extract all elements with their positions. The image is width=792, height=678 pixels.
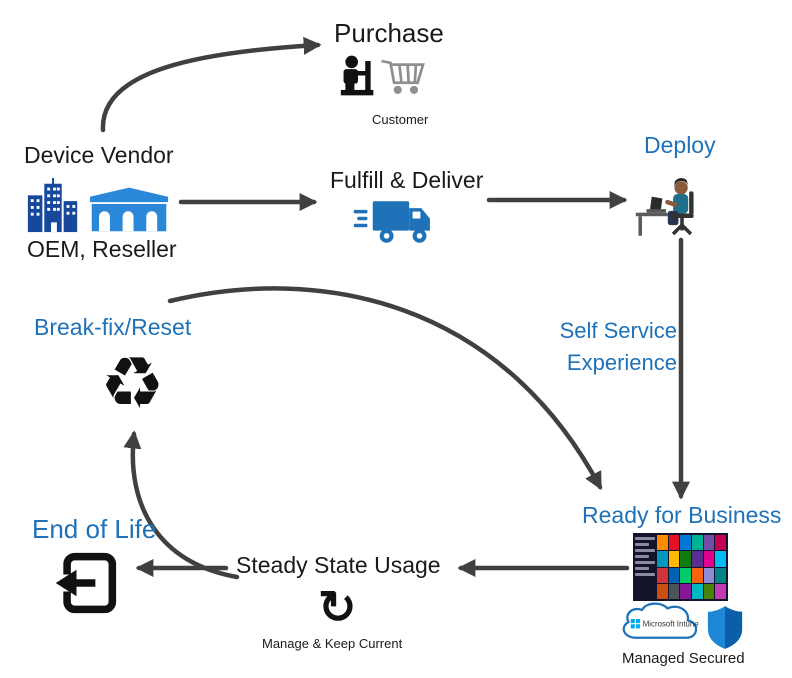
start-menu-screenshot <box>633 533 728 601</box>
start-tile <box>657 583 668 599</box>
customer-at-kiosk-icon <box>340 55 425 96</box>
start-tile <box>680 535 691 551</box>
delivery-truck-icon <box>353 201 430 243</box>
steady-state-caption: Manage & Keep Current <box>262 636 403 651</box>
start-menu-tiles <box>657 535 726 599</box>
start-tile <box>668 567 680 583</box>
self-service-line1: Self Service <box>559 318 677 343</box>
start-tile <box>680 567 691 583</box>
ready-for-business-title: Ready for Business <box>582 502 782 528</box>
start-tile <box>715 567 726 583</box>
app-list-bar <box>635 549 655 552</box>
start-tile <box>668 583 680 599</box>
self-service-label: Self Service Experience <box>535 315 677 379</box>
app-list-bar <box>635 573 655 576</box>
intune-label: Microsoft Intune <box>643 620 700 629</box>
recycle-icon: ♻ <box>100 344 165 424</box>
start-tile <box>692 535 703 551</box>
break-fix-title: Break-fix/Reset <box>34 314 192 340</box>
arrow-vendor-to-purchase <box>100 36 322 133</box>
oem-building-icon <box>27 177 78 233</box>
start-tile <box>703 567 715 583</box>
start-tile <box>715 583 726 599</box>
start-tile <box>680 551 691 567</box>
start-tile <box>715 535 726 551</box>
start-tile <box>703 551 715 567</box>
start-tile <box>668 535 680 551</box>
start-tile <box>692 583 703 599</box>
app-list-bar <box>635 561 655 564</box>
start-tile <box>692 567 703 583</box>
start-tile <box>657 551 668 567</box>
customer-caption: Customer <box>372 112 429 127</box>
start-menu-app-list <box>635 535 655 599</box>
start-tile <box>715 551 726 567</box>
device-vendor-caption: OEM, Reseller <box>27 236 177 262</box>
start-tile <box>703 583 715 599</box>
exit-door-icon <box>53 552 117 614</box>
self-service-line2: Experience <box>566 349 677 375</box>
start-tile <box>692 551 703 567</box>
arrow-steady-to-breakfix <box>123 430 240 580</box>
purchase-title: Purchase <box>334 18 444 48</box>
app-list-bar <box>635 543 649 546</box>
person-at-desk-icon <box>635 178 694 236</box>
steady-state-title: Steady State Usage <box>236 552 441 578</box>
device-vendor-title: Device Vendor <box>24 142 174 168</box>
microsoft-intune-logo: Microsoft Intune <box>622 602 700 639</box>
security-shield-icon <box>707 606 743 649</box>
end-of-life-title: End of Life <box>32 514 157 544</box>
reseller-warehouse-icon <box>89 187 169 232</box>
ready-for-business-caption: Managed Secured <box>622 650 745 667</box>
start-tile <box>668 551 680 567</box>
start-tile <box>703 535 715 551</box>
app-list-bar <box>635 537 655 540</box>
start-tile <box>657 535 668 551</box>
windows-flag-icon <box>630 619 641 629</box>
start-tile <box>680 583 691 599</box>
app-list-bar <box>635 567 649 570</box>
refresh-icon: ↻ <box>318 581 357 633</box>
deploy-title: Deploy <box>644 132 716 158</box>
start-tile <box>657 567 668 583</box>
fulfill-deliver-title: Fulfill & Deliver <box>330 167 484 193</box>
app-list-bar <box>635 555 649 558</box>
